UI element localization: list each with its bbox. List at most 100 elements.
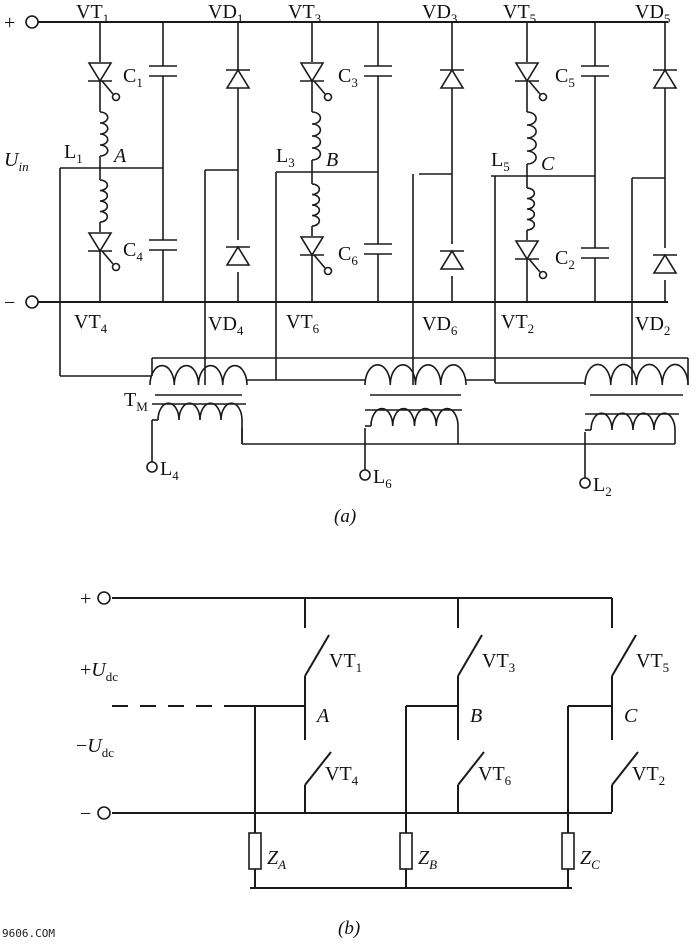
inductor-l3-lower (311, 183, 321, 227)
label-zb: ZB (418, 847, 437, 872)
load-zc (561, 832, 575, 870)
thyristor-vt3 (299, 62, 333, 102)
caption-b: (b) (338, 918, 360, 939)
label-c3: C3 (338, 65, 358, 90)
transformer-secondary-3 (590, 412, 676, 431)
label-vd2: VD2 (635, 313, 670, 338)
switch-vt2 (611, 751, 639, 786)
diode-vd2 (652, 253, 678, 274)
udc-minus-label: −Udc (76, 735, 114, 760)
label-vt1: VT1 (76, 1, 109, 26)
node-label-c-b: C (624, 705, 638, 727)
node-label-b-a: B (326, 149, 338, 171)
label-vd1: VD1 (208, 1, 243, 26)
load-zb (399, 832, 413, 870)
label-c4: C4 (123, 239, 143, 264)
transformer-secondary-2 (370, 407, 459, 427)
inductor-l5-lower (526, 187, 536, 231)
label-c6: C6 (338, 243, 358, 268)
negative-terminal-b (97, 806, 111, 820)
label-vt5: VT5 (503, 1, 536, 26)
load-za (248, 832, 262, 870)
transformer-primary-3 (584, 363, 689, 386)
thyristor-vt4 (87, 232, 121, 272)
transformer-primary-2 (364, 364, 467, 386)
label-vd4: VD4 (208, 313, 244, 338)
caption-a: (a) (334, 506, 356, 527)
label-b-vt3: VT3 (482, 650, 515, 675)
node-label-a-b: A (315, 705, 330, 727)
diode-vd6 (439, 249, 465, 270)
inductor-l1-lower (99, 179, 109, 223)
label-l3: L3 (276, 145, 295, 170)
label-b-vt1: VT1 (329, 650, 362, 675)
label-vt2: VT2 (501, 311, 534, 336)
label-b-vt2: VT2 (632, 763, 665, 788)
diode-vd5 (652, 68, 678, 89)
output-terminal-l2 (579, 477, 591, 489)
switch-vt4 (304, 751, 332, 786)
inductor-l3-upper (311, 111, 322, 161)
capacitor-c5 (581, 65, 609, 77)
capacitor-c4 (149, 239, 177, 251)
thyristor-vt1 (87, 62, 121, 102)
negative-sign-a: − (4, 292, 15, 314)
label-b-vt6: VT6 (478, 763, 512, 788)
capacitor-c3 (364, 65, 392, 77)
label-l1: L1 (64, 141, 83, 166)
udc-plus-label: +Udc (80, 659, 118, 684)
node-label-c-a: C (541, 153, 555, 175)
diagram-b: + − +Udc −Udc VT1VT4AZAVT3VT6BZBVT5VT2CZ… (76, 588, 669, 939)
label-zc: ZC (580, 847, 600, 872)
switch-vt1 (304, 634, 330, 677)
capacitor-c2 (581, 247, 609, 259)
positive-terminal-a (25, 15, 39, 29)
output-terminal-l4 (146, 461, 158, 473)
transformer-secondary-1 (157, 402, 243, 421)
positive-sign-b: + (80, 588, 91, 610)
thyristor-vt2 (514, 240, 548, 280)
switch-vt5 (611, 634, 637, 677)
label-l5: L5 (491, 149, 510, 174)
capacitor-c6 (364, 243, 392, 255)
negative-terminal-a (25, 295, 39, 309)
transformer-label: TM (124, 389, 148, 414)
positive-sign-a: + (4, 12, 15, 34)
capacitor-c1 (149, 65, 177, 77)
transformer-primary-1 (149, 364, 248, 386)
output-wiring-a (59, 168, 689, 478)
output-terminal-l6 (359, 469, 371, 481)
node-label-a-a: A (112, 145, 127, 167)
thyristor-vt6 (299, 236, 333, 276)
diode-vd4 (225, 245, 251, 266)
label-out-l6: L6 (373, 466, 392, 491)
label-za: ZA (267, 847, 286, 872)
label-vt6: VT6 (286, 311, 320, 336)
label-out-l4: L4 (160, 458, 179, 483)
label-b-vt5: VT5 (636, 650, 669, 675)
label-vt4: VT4 (74, 311, 108, 336)
node-label-b-b: B (470, 705, 482, 727)
diode-vd1 (225, 68, 251, 89)
label-c1: C1 (123, 65, 143, 90)
label-vd6: VD6 (422, 313, 458, 338)
label-c5: C5 (555, 65, 575, 90)
positive-terminal-b (97, 591, 111, 605)
label-vd5: VD5 (635, 1, 670, 26)
label-vd3: VD3 (422, 1, 457, 26)
label-b-vt4: VT4 (325, 763, 359, 788)
thyristor-vt5 (514, 62, 548, 102)
switch-vt3 (457, 634, 483, 677)
inductor-l1-upper (99, 111, 109, 157)
